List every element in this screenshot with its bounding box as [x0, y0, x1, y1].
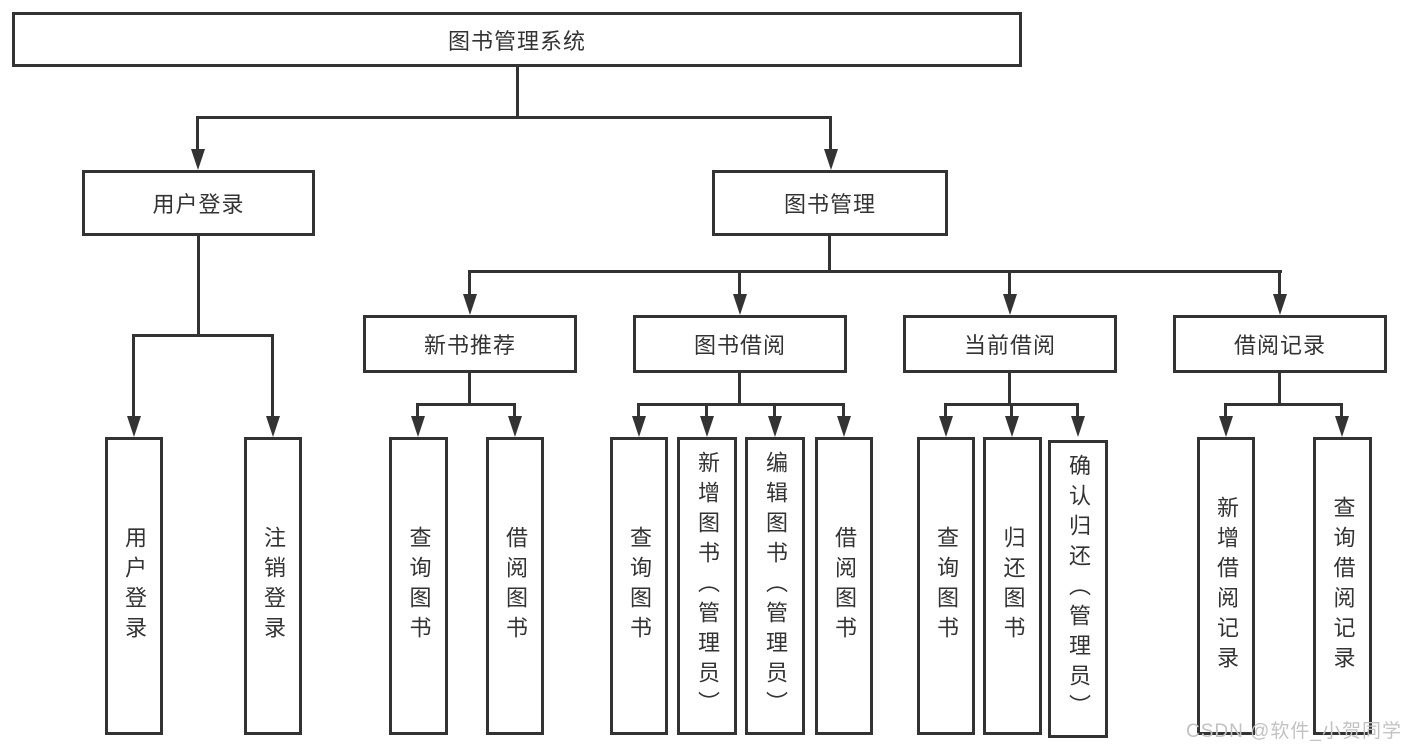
watermark-text: CSDN @软件_小贺同学	[1186, 721, 1402, 742]
connector-recommend-trunk	[468, 373, 471, 406]
leaf-query-book-borrow: 查询图书	[610, 437, 668, 735]
leaf-logout-login: 注销登录	[244, 437, 302, 735]
node-label: 图书管理	[783, 192, 876, 217]
leaf-label: 注销登录	[261, 526, 286, 646]
connector-drop-leaf	[416, 403, 419, 417]
connector-drop-borrow	[738, 270, 741, 296]
connector-drop-user-login	[196, 116, 199, 151]
leaf-label: 确认归还（管理员）	[1066, 454, 1091, 724]
arrow-down-icon	[1003, 294, 1017, 315]
connector-drop-leaf	[1340, 403, 1343, 417]
arrow-down-icon	[939, 416, 953, 437]
node-root-system: 图书管理系统	[12, 12, 1022, 67]
connector-drop-current	[1008, 270, 1011, 296]
node-label: 借阅记录	[1233, 333, 1326, 358]
connector-records-rail	[1224, 403, 1343, 406]
arrow-down-icon	[733, 294, 747, 315]
node-new-book-recommend: 新书推荐	[363, 315, 577, 373]
node-user-login: 用户登录	[82, 170, 315, 236]
arrow-down-icon	[1273, 294, 1287, 315]
connector-bookmgmt-trunk	[828, 236, 831, 273]
arrow-down-icon	[266, 416, 280, 437]
leaf-label: 归还图书	[1000, 526, 1026, 646]
connector-drop-leaf	[1010, 403, 1013, 417]
leaf-return-book: 归还图书	[983, 437, 1042, 735]
arrow-down-icon	[1335, 416, 1349, 437]
leaf-borrow-book: 借阅图书	[815, 437, 873, 735]
connector-drop-leaf	[271, 334, 274, 417]
connector-drop-leaf	[513, 403, 516, 417]
connector-drop-leaf	[1224, 403, 1227, 417]
node-label: 图书管理系统	[447, 28, 586, 54]
leaf-label: 查询图书	[934, 526, 959, 646]
connector-borrow-rail	[637, 403, 845, 406]
connector-drop-leaf	[637, 403, 640, 417]
node-label: 新书推荐	[423, 333, 516, 358]
connector-bookmgmt-rail	[468, 270, 1282, 273]
connector-userlogin-trunk	[197, 236, 200, 336]
connector-recommend-rail	[416, 403, 516, 406]
arrow-down-icon	[632, 416, 646, 437]
connector-drop-leaf	[773, 403, 776, 417]
connector-drop-records	[1278, 270, 1281, 296]
connector-drop-leaf	[705, 403, 708, 417]
leaf-edit-book-admin: 编辑图书（管理员）	[745, 437, 805, 735]
arrow-down-icon	[1005, 416, 1019, 437]
leaf-label: 查询图书	[406, 526, 432, 646]
arrow-down-icon	[463, 294, 477, 315]
connector-drop-leaf	[944, 403, 947, 417]
connector-drop-leaf	[132, 334, 135, 417]
leaf-label: 查询借阅记录	[1330, 496, 1356, 676]
arrow-down-icon	[837, 416, 851, 437]
leaf-confirm-return-admin: 确认归还（管理员）	[1048, 440, 1108, 738]
node-current-borrow: 当前借阅	[903, 315, 1117, 373]
arrow-down-icon	[824, 149, 838, 170]
leaf-user-login: 用户登录	[105, 437, 163, 735]
connector-root-rail	[196, 116, 832, 119]
node-label: 图书借阅	[693, 333, 786, 358]
leaf-borrow-book-recommend: 借阅图书	[486, 437, 544, 735]
leaf-label: 编辑图书（管理员）	[763, 451, 788, 721]
leaf-query-book-recommend: 查询图书	[389, 437, 448, 735]
arrow-down-icon	[1071, 416, 1085, 437]
leaf-query-book-current: 查询图书	[917, 437, 975, 735]
node-borrow-records: 借阅记录	[1173, 315, 1387, 373]
connector-root-trunk	[516, 65, 519, 118]
node-book-borrow: 图书借阅	[633, 315, 847, 373]
leaf-label: 新增图书（管理员）	[695, 451, 720, 721]
arrow-down-icon	[191, 149, 205, 170]
leaf-label: 新增借阅记录	[1214, 496, 1239, 676]
connector-borrow-trunk	[738, 373, 741, 406]
leaf-label: 借阅图书	[832, 526, 857, 646]
arrow-down-icon	[768, 416, 782, 437]
leaf-label: 查询图书	[627, 526, 652, 646]
arrow-down-icon	[1219, 416, 1233, 437]
node-label: 用户登录	[152, 192, 245, 217]
arrow-down-icon	[127, 416, 141, 437]
connector-drop-leaf	[1076, 403, 1079, 417]
arrow-down-icon	[508, 416, 522, 437]
leaf-query-borrow-record: 查询借阅记录	[1313, 437, 1372, 735]
node-label: 当前借阅	[963, 333, 1056, 358]
leaf-label: 借阅图书	[503, 526, 528, 646]
connector-records-trunk	[1278, 373, 1281, 406]
connector-drop-recommend	[468, 270, 471, 296]
leaf-add-book-admin: 新增图书（管理员）	[677, 437, 737, 735]
arrow-down-icon	[700, 416, 714, 437]
node-book-management: 图书管理	[712, 170, 948, 236]
leaf-label: 用户登录	[122, 526, 147, 646]
connector-userlogin-rail	[132, 334, 274, 337]
connector-drop-book-mgmt	[829, 116, 832, 151]
connector-drop-leaf	[842, 403, 845, 417]
connector-current-trunk	[1008, 373, 1011, 406]
arrow-down-icon	[411, 416, 425, 437]
leaf-add-borrow-record: 新增借阅记录	[1197, 437, 1255, 735]
